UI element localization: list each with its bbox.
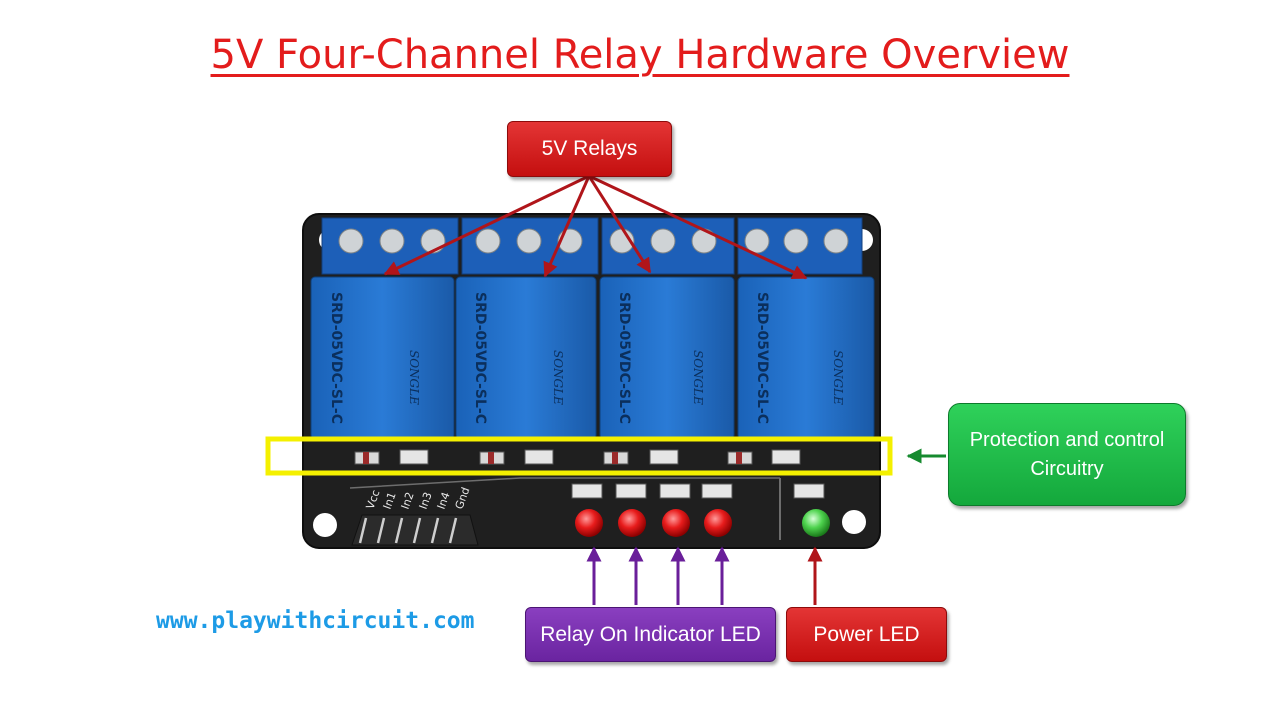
relay-indicator-led-3	[662, 509, 690, 537]
relay-4-model: SRD-05VDC-SL-C	[754, 292, 770, 424]
terminal-block	[321, 217, 459, 275]
relay-3-model: SRD-05VDC-SL-C	[616, 292, 632, 424]
protection-highlight-box	[265, 436, 893, 476]
pin-label-in4: In4	[435, 490, 453, 511]
protection-components	[354, 449, 801, 465]
terminal-block	[737, 217, 863, 275]
relay-modules: SRD-05VDC-SL-C SONGLE SRD-05VDC-SL-C SON…	[310, 276, 875, 440]
relay-2-model: SRD-05VDC-SL-C	[472, 292, 488, 424]
power-led	[802, 509, 830, 537]
relay-indicator-led-1	[575, 509, 603, 537]
relay-2: SRD-05VDC-SL-C SONGLE	[455, 276, 597, 440]
pin-label-in2: In2	[399, 490, 417, 511]
relay-indicator-leds	[575, 509, 732, 537]
relay-3-brand: SONGLE	[691, 350, 705, 405]
pin-label-vcc: Vcc	[364, 488, 383, 511]
pin-header: Vcc In1 In2 In3 In4 Gnd	[351, 485, 479, 546]
pin-label-in1: In1	[381, 490, 399, 511]
relay-3: SRD-05VDC-SL-C SONGLE	[599, 276, 735, 440]
relay-4: SRD-05VDC-SL-C SONGLE	[737, 276, 875, 440]
terminal-block	[601, 217, 735, 275]
led-resistors	[571, 483, 825, 499]
indicator-led-callout: Relay On Indicator LED	[525, 607, 776, 662]
relay-1-brand: SONGLE	[407, 350, 421, 405]
relay-indicator-led-4	[704, 509, 732, 537]
relay-arrows	[383, 174, 808, 280]
relay-1-model: SRD-05VDC-SL-C	[328, 292, 344, 424]
page-title: 5V Four-Channel Relay Hardware Overview	[210, 32, 1070, 78]
indicator-arrows	[586, 546, 730, 605]
relay-4-brand: SONGLE	[831, 350, 845, 405]
power-led-callout: Power LED	[786, 607, 947, 662]
protection-callout: Protection and control Circuitry	[948, 403, 1186, 506]
pin-label-in3: In3	[417, 490, 435, 511]
relay-indicator-led-2	[618, 509, 646, 537]
relays-callout: 5V Relays	[507, 121, 672, 177]
website-link[interactable]: www.playwithcircuit.com	[156, 608, 475, 634]
relay-2-brand: SONGLE	[551, 350, 565, 405]
relay-1: SRD-05VDC-SL-C SONGLE	[310, 276, 455, 440]
